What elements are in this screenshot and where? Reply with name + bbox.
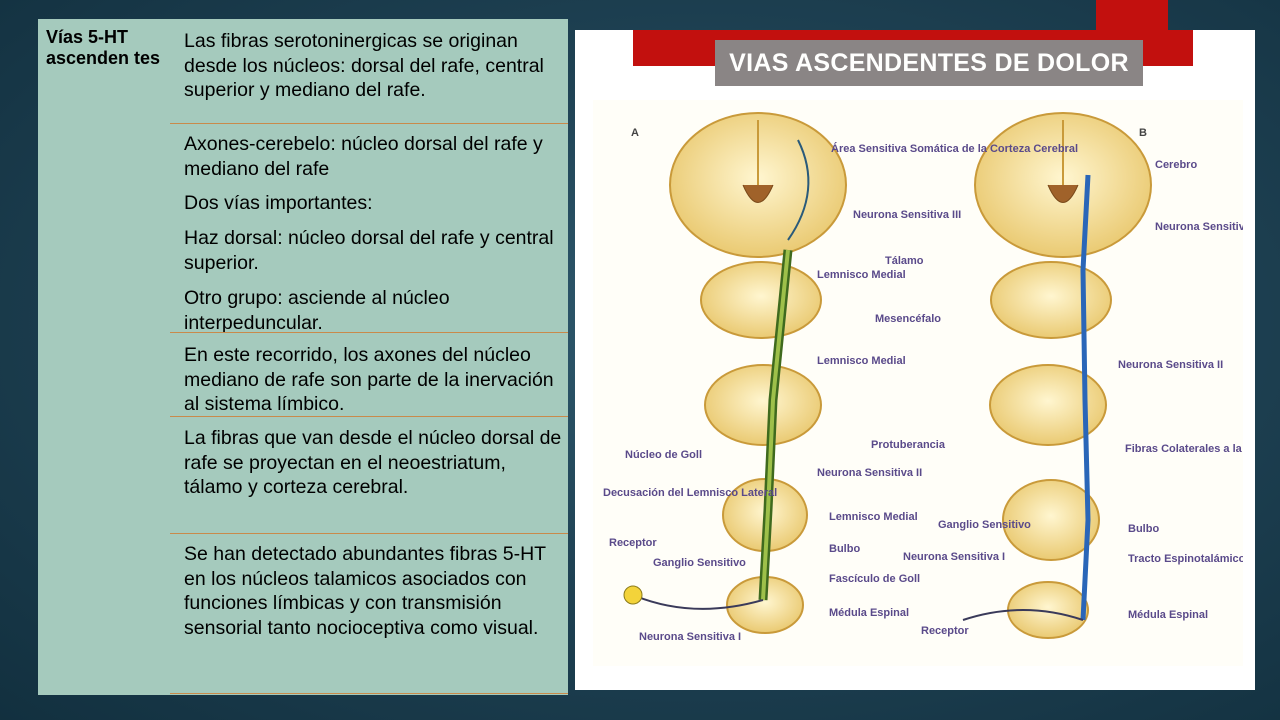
- label-neurona-1-b: Neurona Sensitiva I: [903, 551, 1005, 563]
- serotonin-pathways-table: Vías 5-HT ascenden tes Las fibras seroto…: [38, 19, 568, 695]
- pons-section-a: [704, 364, 822, 446]
- label-mesencefalo: Mesencéfalo: [875, 313, 941, 325]
- row-divider: [170, 416, 568, 417]
- label-decusacion: Decusación del Lemnisco Lateral: [603, 487, 777, 499]
- pons-section-b: [989, 364, 1107, 446]
- table-row: Axones-cerebelo: núcleo dorsal del rafe …: [184, 133, 543, 180]
- sensory-fiber-a: [632, 594, 764, 610]
- label-bulbo-b: Bulbo: [1128, 523, 1159, 535]
- label-talamo: Tálamo: [885, 255, 924, 267]
- label-lemnisco-3: Lemnisco Medial: [829, 511, 918, 523]
- label-neurona-2-b: Neurona Sensitiva II: [1118, 359, 1223, 371]
- label-ganglio-b: Ganglio Sensitivo: [938, 519, 1031, 531]
- figure-title: VIAS ASCENDENTES DE DOLOR: [715, 40, 1143, 86]
- label-medula-b: Médula Espinal: [1128, 609, 1208, 621]
- label-area-sensitiva: Área Sensitiva Somática de la Corteza Ce…: [831, 142, 1078, 155]
- spinothalamic-tract-b: [1080, 174, 1091, 621]
- label-receptor-a: Receptor: [609, 537, 657, 549]
- brain-section-a: [669, 112, 847, 258]
- anatomy-illustration: A B Área Sensitiva Somática de la Cortez…: [603, 112, 1280, 643]
- table-heading: Vías 5-HT ascenden tes: [46, 27, 161, 68]
- table-row: Las fibras serotoninergicas se originan …: [184, 30, 544, 101]
- pain-pathways-figure: VIAS ASCENDENTES DE DOLOR: [575, 30, 1280, 690]
- panel-b-label: B: [1139, 127, 1147, 139]
- label-lemnisco-1: Lemnisco Medial: [817, 269, 906, 281]
- table-row: Se han detectado abundantes fibras 5-HT …: [184, 543, 546, 639]
- midbrain-section-b: [990, 261, 1112, 339]
- label-neurona-2-a: Neurona Sensitiva II: [817, 467, 922, 479]
- label-lemnisco-2: Lemnisco Medial: [817, 355, 906, 367]
- label-ganglio-a: Ganglio Sensitivo: [653, 557, 746, 569]
- table-row: La fibras que van desde el núcleo dorsal…: [184, 427, 562, 498]
- label-neurona-3-b: Neurona Sensitiva III: [1155, 221, 1243, 233]
- medulla-section-b: [1002, 479, 1100, 561]
- midbrain-section-a: [700, 261, 822, 339]
- row-divider: [170, 123, 568, 124]
- label-bulbo-a: Bulbo: [829, 543, 860, 555]
- panel-a-label: A: [631, 127, 639, 139]
- receptor-dot-a: [623, 585, 643, 605]
- table-row: Otro grupo: asciende al núcleo interpedu…: [184, 287, 450, 334]
- label-goll: Núcleo de Goll: [625, 449, 702, 461]
- label-protuberancia: Protuberancia: [871, 439, 946, 451]
- table-row: Haz dorsal: núcleo dorsal del rafe y cen…: [184, 227, 554, 274]
- label-tracto: Tracto Espinotalámico Lateral: [1128, 553, 1243, 565]
- label-fibras: Fibras Colaterales a la Formación Reticu…: [1125, 443, 1243, 455]
- brain-section-b: [974, 112, 1152, 258]
- label-receptor-b: Receptor: [921, 625, 969, 637]
- label-cerebro: Cerebro: [1155, 159, 1197, 171]
- label-neurona-1-a: Neurona Sensitiva I: [639, 631, 741, 643]
- label-medula-a: Médula Espinal: [829, 607, 909, 619]
- anatomy-diagram: A B Área Sensitiva Somática de la Cortez…: [593, 100, 1280, 666]
- row-divider: [170, 693, 568, 694]
- table-row: Dos vías importantes:: [184, 192, 373, 214]
- label-neurona-3-a: Neurona Sensitiva III: [853, 209, 961, 221]
- decorative-red-tab: [1096, 0, 1168, 30]
- sensory-fiber-b: [962, 609, 1084, 621]
- row-divider: [170, 332, 568, 333]
- row-divider: [170, 533, 568, 534]
- table-row: En este recorrido, los axones del núcleo…: [184, 344, 554, 415]
- label-fasciculo: Fascículo de Goll: [829, 573, 920, 585]
